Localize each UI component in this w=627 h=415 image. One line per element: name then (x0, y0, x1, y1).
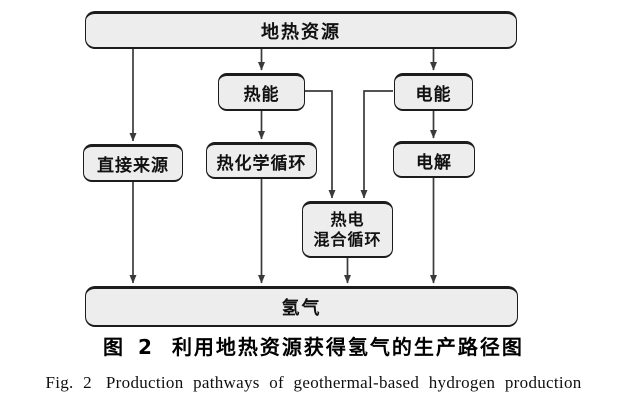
figure-caption-en-number: Fig. 2 (45, 373, 92, 392)
node-direct-source: 直接来源 (83, 144, 183, 182)
node-geothermal-resources: 地热资源 (85, 11, 517, 49)
node-thermal-energy: 热能 (218, 73, 305, 111)
node-electrolysis: 电解 (393, 141, 475, 178)
node-thermoelectric-hybrid-cycle: 热电 混合循环 (302, 201, 393, 258)
node-electric-energy: 电能 (394, 73, 473, 111)
node-hydrogen: 氢气 (85, 286, 518, 327)
figure-caption-en-title: Production pathways of geothermal-based … (105, 373, 582, 392)
node-thermochemical-cycle: 热化学循环 (206, 142, 317, 179)
edge-thermal-hybrid (305, 90, 336, 199)
figure-caption-zh-number: 图 2 (103, 335, 156, 359)
figure-caption-zh: 图 2 利用地热资源获得氢气的生产路径图 (0, 331, 627, 360)
figure-caption-en: Fig. 2 Production pathways of geothermal-… (0, 373, 627, 393)
figure-caption-zh-title: 利用地热资源获得氢气的生产路径图 (171, 335, 524, 359)
edge-electric-hybrid (360, 90, 393, 199)
